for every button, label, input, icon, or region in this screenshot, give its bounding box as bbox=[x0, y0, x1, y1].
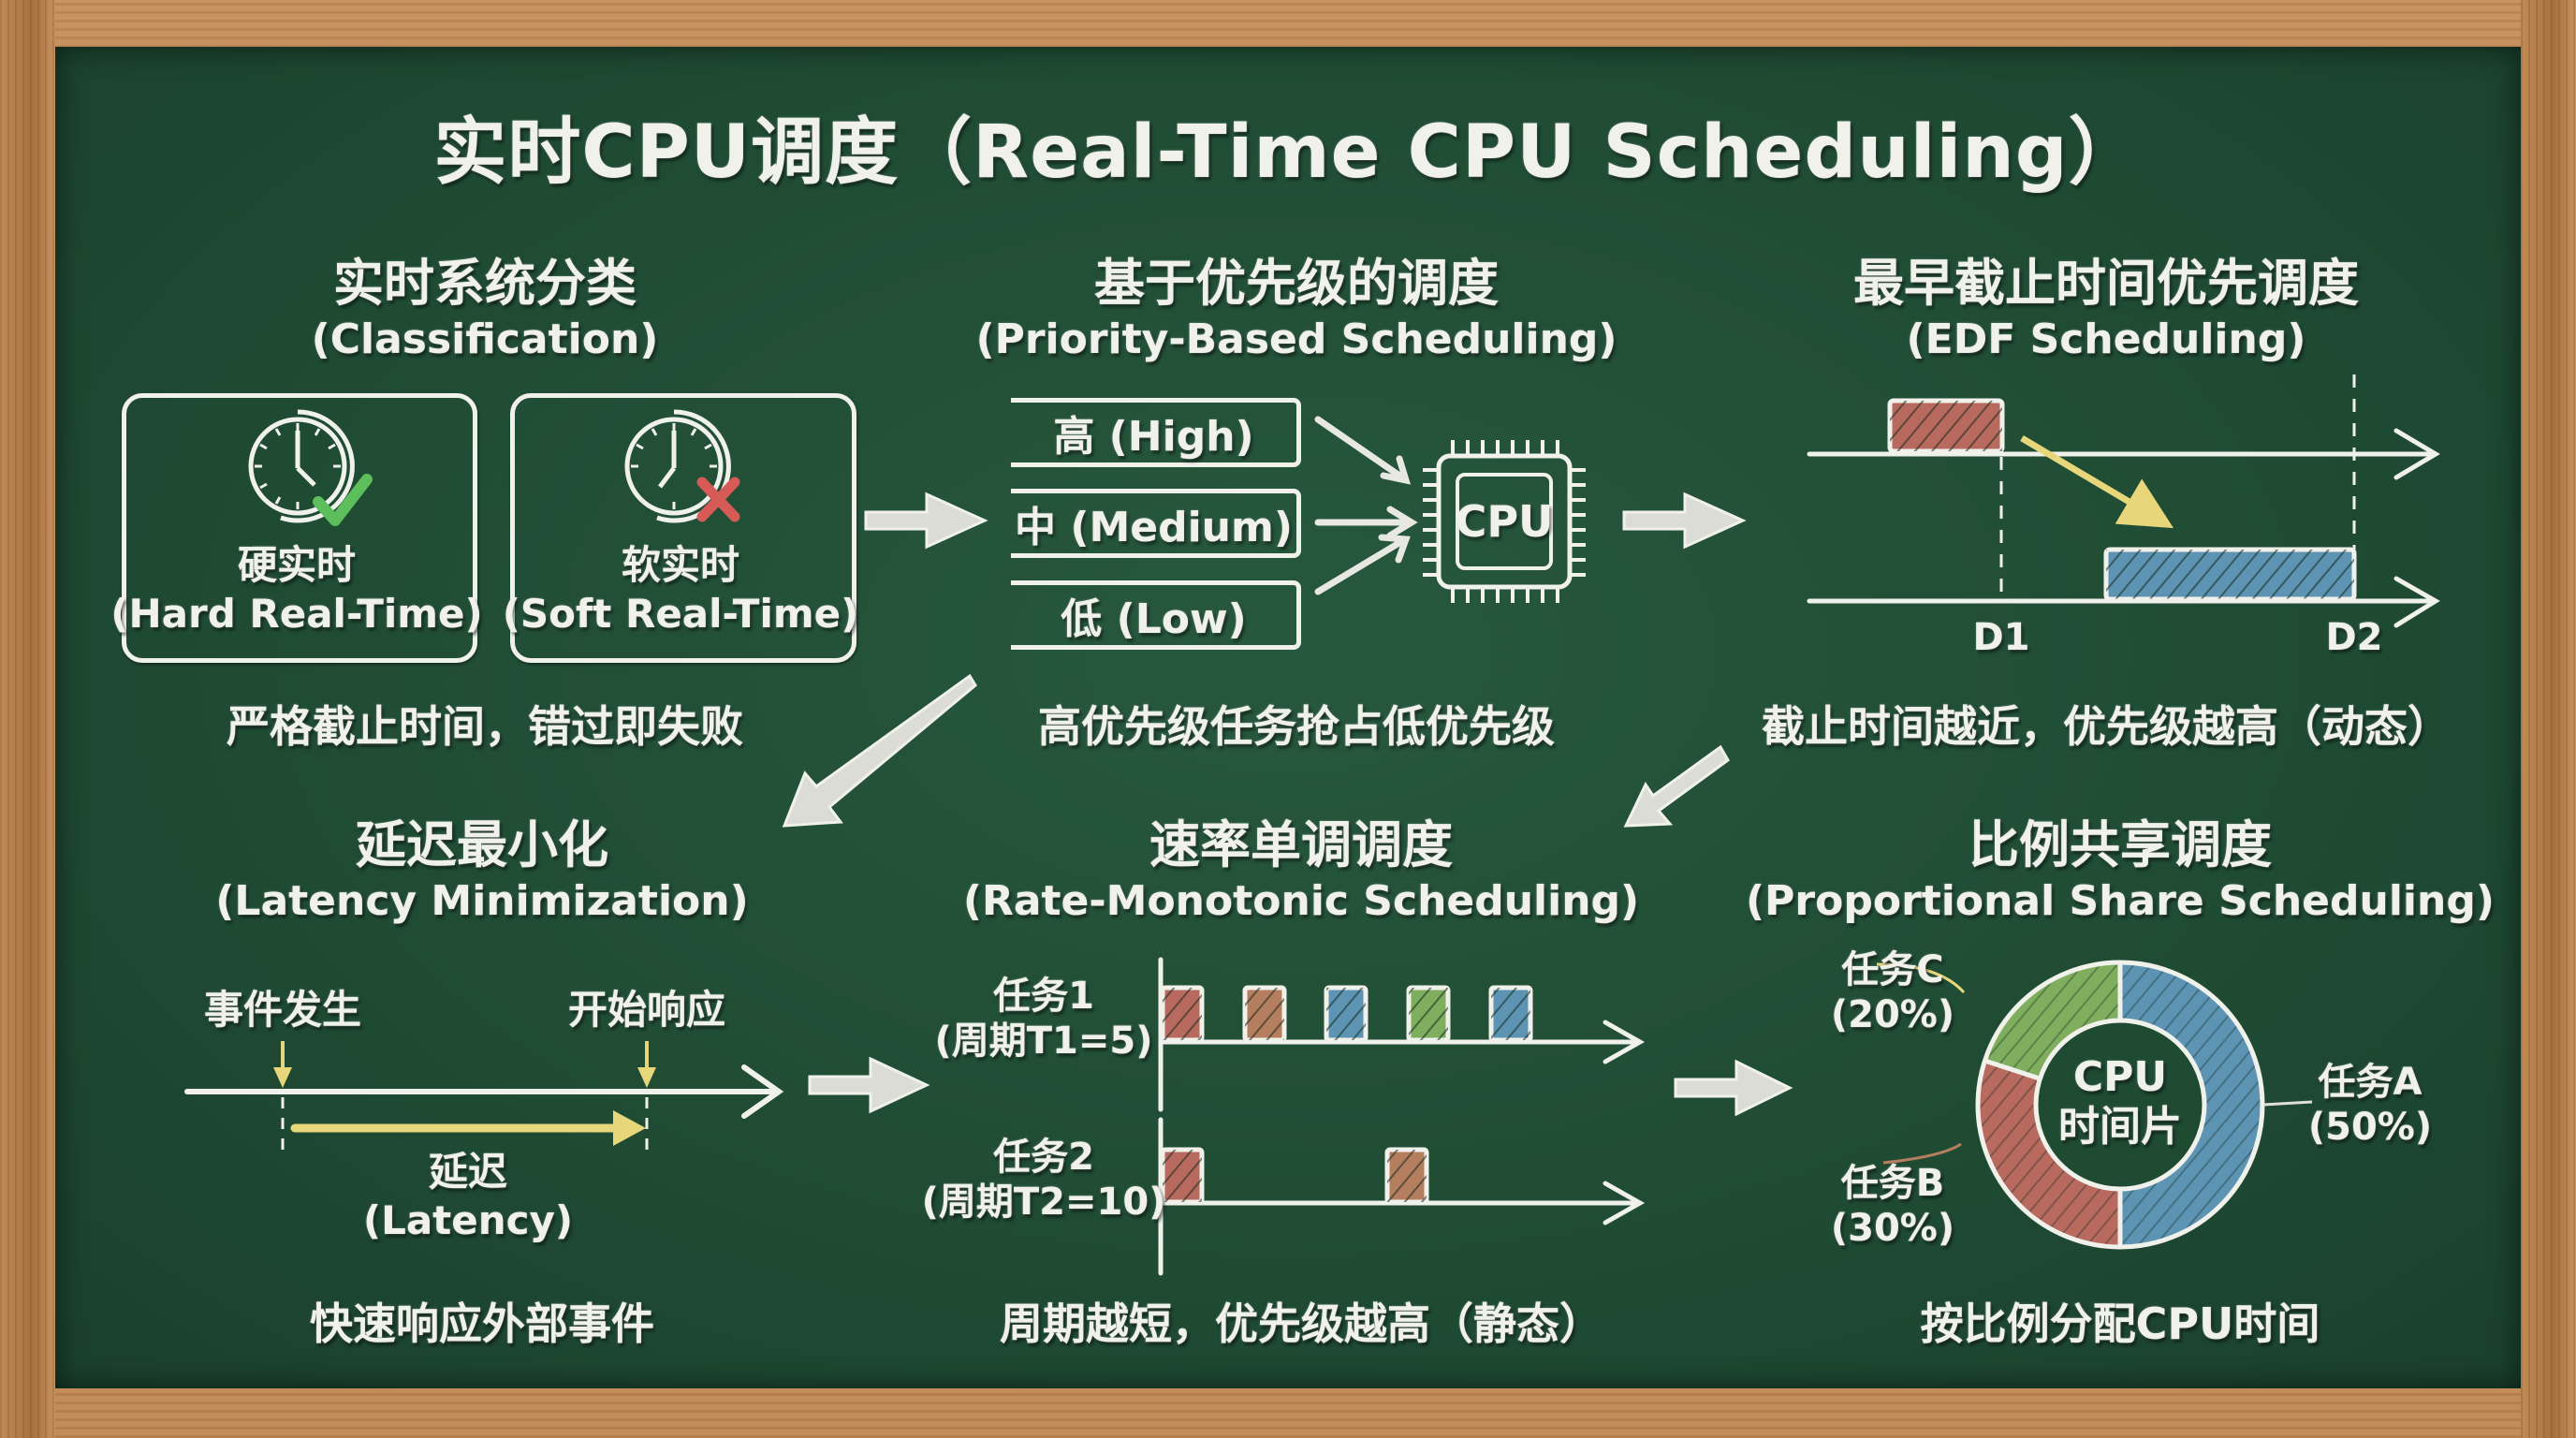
proportional-header: 比例共享调度 (Proportional Share Scheduling) bbox=[1746, 803, 2495, 925]
classification-caption: 严格截止时间，错过即失败 bbox=[227, 701, 743, 752]
task-b-label: 任务B (30%) bbox=[1830, 1162, 1955, 1250]
latency-title-cn: 延迟最小化 bbox=[356, 815, 608, 874]
start-response-label: 开始响应 bbox=[567, 987, 726, 1033]
page-title: 实时CPU调度（Real-Time CPU Scheduling） bbox=[433, 110, 2143, 195]
hard-real-time-label: 硬实时 (Hard Real-Time) bbox=[110, 542, 483, 637]
latency-label: 延迟 (Latency) bbox=[362, 1149, 574, 1243]
rms-caption: 周期越短，优先级越高（静态） bbox=[1000, 1299, 1603, 1349]
proportional-title-cn: 比例共享调度 bbox=[1968, 815, 2272, 874]
event-occurs-label: 事件发生 bbox=[203, 987, 362, 1033]
deadline-d2: D2 bbox=[2325, 616, 2383, 659]
task-a-label: 任务A (50%) bbox=[2307, 1061, 2433, 1149]
edf-title-en: (EDF Scheduling) bbox=[1906, 315, 2306, 363]
edf-header: 最早截止时间优先调度 (EDF Scheduling) bbox=[1853, 242, 2359, 363]
priority-caption: 高优先级任务抢占低优先级 bbox=[1038, 701, 1555, 752]
priority-level-low: 低 (Low) bbox=[1011, 580, 1301, 650]
classification-header: 实时系统分类 (Classification) bbox=[312, 242, 659, 363]
latency-header: 延迟最小化 (Latency Minimization) bbox=[215, 803, 748, 925]
soft-real-time-label: 软实时 (Soft Real-Time) bbox=[502, 542, 859, 637]
edf-caption: 截止时间越近，优先级越高（动态） bbox=[1762, 701, 2451, 752]
edf-title-cn: 最早截止时间优先调度 bbox=[1853, 254, 2359, 313]
task1-label: 任务1 (周期T1=5) bbox=[934, 975, 1153, 1063]
priority-level-high: 高 (High) bbox=[1011, 398, 1301, 467]
cpu-label: CPU bbox=[1455, 496, 1554, 547]
priority-level-medium: 中 (Medium) bbox=[1011, 489, 1301, 558]
rms-header: 速率单调调度 (Rate-Monotonic Scheduling) bbox=[963, 803, 1639, 925]
task-c-label: 任务C (20%) bbox=[1830, 948, 1955, 1036]
proportional-title-en: (Proportional Share Scheduling) bbox=[1746, 877, 2495, 925]
hard-real-time-card bbox=[122, 393, 477, 663]
latency-title-en: (Latency Minimization) bbox=[215, 877, 749, 925]
frame-left-edge bbox=[0, 0, 55, 1438]
priority-title-en: (Priority-Based Scheduling) bbox=[975, 315, 1617, 363]
priority-header: 基于优先级的调度 (Priority-Based Scheduling) bbox=[975, 242, 1617, 363]
proportional-caption: 按比例分配CPU时间 bbox=[1920, 1299, 2320, 1349]
latency-caption: 快速响应外部事件 bbox=[310, 1299, 654, 1349]
soft-real-time-card bbox=[510, 393, 856, 663]
frame-right-edge bbox=[2521, 0, 2576, 1438]
priority-title-cn: 基于优先级的调度 bbox=[1094, 254, 1499, 313]
donut-center-label: CPU 时间片 bbox=[2058, 1053, 2182, 1151]
rms-title-en: (Rate-Monotonic Scheduling) bbox=[962, 877, 1640, 925]
deadline-d1: D1 bbox=[1972, 616, 2030, 659]
task2-label: 任务2 (周期T2=10) bbox=[921, 1136, 1166, 1224]
rms-title-cn: 速率单调调度 bbox=[1149, 815, 1453, 874]
classification-title-cn: 实时系统分类 bbox=[333, 254, 637, 313]
classification-title-en: (Classification) bbox=[311, 315, 659, 363]
